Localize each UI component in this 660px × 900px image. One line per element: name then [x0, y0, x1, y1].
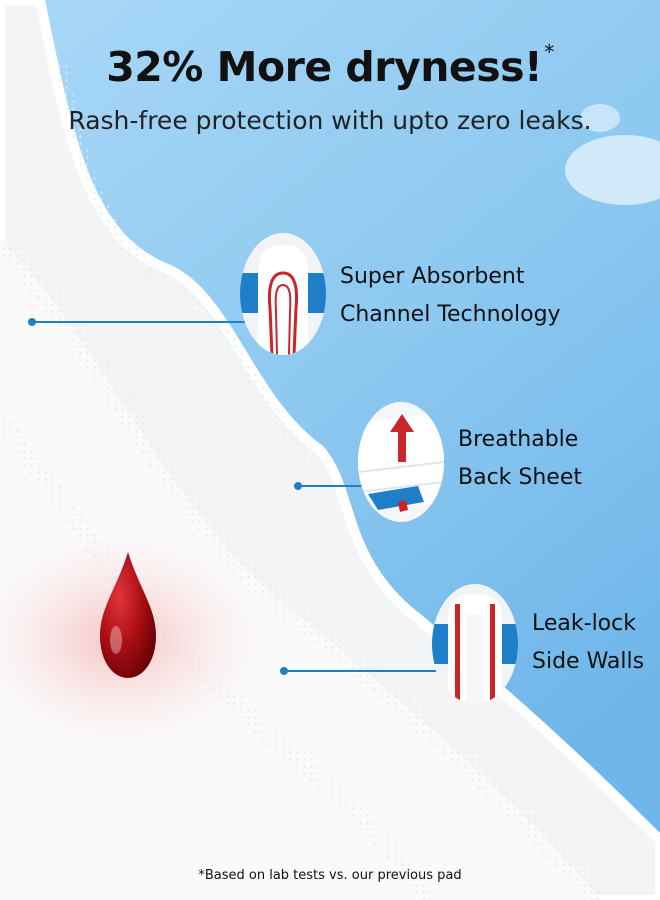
cloud [565, 135, 660, 205]
blood-drop-icon [100, 552, 156, 678]
feature-label-2: Breathable Back Sheet [458, 421, 582, 497]
absorbent-channel-icon [240, 233, 326, 355]
headline-footnote-mark: * [544, 40, 554, 64]
feature-2-line-1: Breathable [458, 427, 579, 452]
feature-label-3: Leak-lock Side Walls [532, 605, 644, 681]
breathable-sheet-icon [358, 402, 444, 522]
subheadline: Rash-free protection with upto zero leak… [68, 106, 592, 135]
feature-label-1: Super Absorbent Channel Technology [340, 258, 561, 334]
footnote: *Based on lab tests vs. our previous pad [198, 868, 462, 883]
feature-1-line-2: Channel Technology [340, 302, 561, 327]
side-walls-icon [432, 584, 518, 704]
feature-3-line-2: Side Walls [532, 649, 645, 674]
feature-2-line-2: Back Sheet [458, 465, 583, 490]
feature-3-line-1: Leak-lock [532, 611, 636, 636]
headline-text: 32% More dryness! [106, 43, 543, 91]
headline: 32% More dryness!* [0, 40, 660, 91]
feature-1-line-1: Super Absorbent [340, 264, 525, 289]
